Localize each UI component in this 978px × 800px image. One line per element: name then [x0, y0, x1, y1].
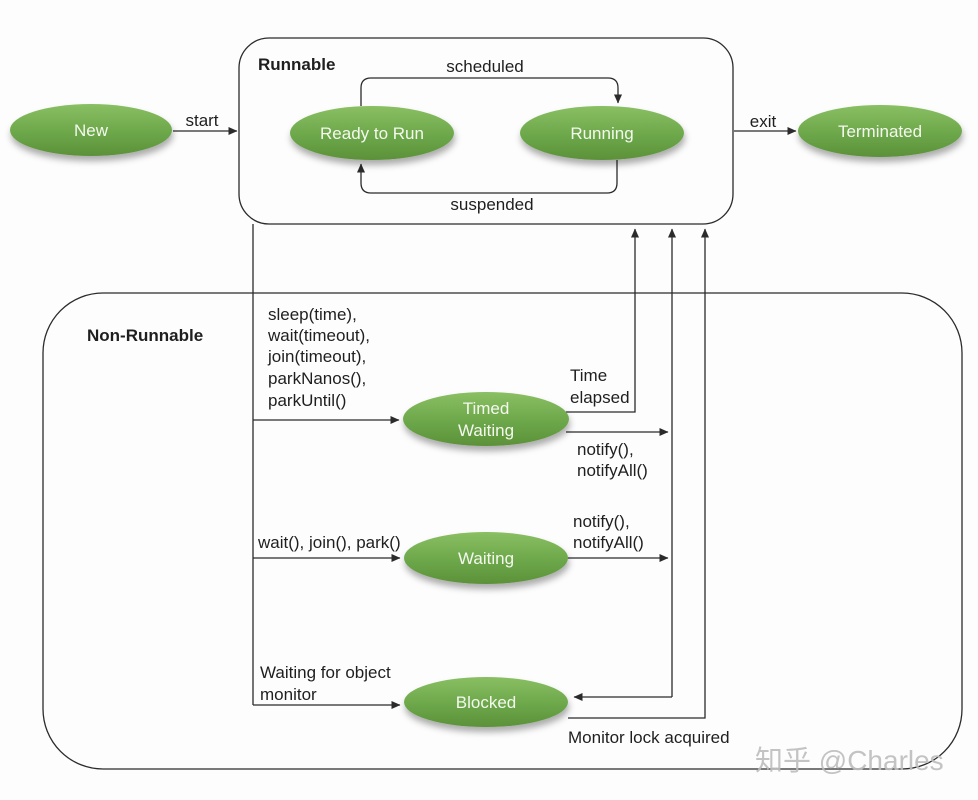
- edge-time-elapsed: [566, 228, 639, 413]
- edge-suspended: [357, 160, 618, 194]
- non-runnable-container-label: Non-Runnable: [87, 326, 203, 345]
- state-timed-waiting: Timed Waiting: [403, 392, 569, 446]
- label-to-timed-waiting-line4: parkNanos(),: [268, 369, 366, 388]
- label-time-elapsed-line2: elapsed: [570, 388, 630, 407]
- state-terminated: Terminated: [798, 105, 962, 157]
- label-time-elapsed: Time elapsed: [570, 366, 630, 407]
- label-start: start: [185, 111, 218, 130]
- edge-scheduled: [360, 77, 622, 106]
- non-runnable-container: [42, 292, 963, 770]
- state-blocked-shape: [404, 677, 568, 727]
- state-timed-waiting-label-line2: Waiting: [458, 421, 514, 440]
- label-to-timed-waiting-line2: wait(timeout),: [267, 326, 370, 345]
- state-ready-to-run-label: Ready to Run: [320, 124, 424, 143]
- state-terminated-label: Terminated: [838, 122, 922, 141]
- state-terminated-shape: [798, 105, 962, 157]
- label-scheduled: scheduled: [446, 57, 524, 76]
- state-waiting: Waiting: [404, 532, 568, 584]
- label-timed-waiting-notify-line1: notify(),: [577, 440, 634, 459]
- label-timed-waiting-notify-line2: notifyAll(): [577, 461, 648, 480]
- label-to-timed-waiting-line1: sleep(time),: [268, 305, 357, 324]
- state-waiting-label: Waiting: [458, 549, 514, 568]
- label-to-blocked-line1: Waiting for object: [260, 663, 391, 682]
- state-running-label: Running: [570, 124, 633, 143]
- label-to-waiting: wait(), join(), park(): [257, 533, 401, 552]
- state-blocked-label: Blocked: [456, 693, 516, 712]
- label-waiting-notify-line2: notifyAll(): [573, 533, 644, 552]
- state-ready-to-run: Ready to Run: [290, 106, 454, 160]
- label-to-blocked: Waiting for object monitor: [260, 663, 391, 704]
- state-ready-to-run-shape: [290, 106, 454, 160]
- label-to-timed-waiting: sleep(time), wait(timeout), join(timeout…: [267, 305, 370, 410]
- label-time-elapsed-line1: Time: [570, 366, 607, 385]
- label-to-blocked-line2: monitor: [260, 685, 317, 704]
- edge-monitor-lock-acquired: [568, 228, 709, 719]
- label-suspended: suspended: [450, 195, 533, 214]
- state-new-label: New: [74, 121, 109, 140]
- runnable-container: [238, 37, 734, 225]
- state-waiting-shape: [404, 532, 568, 584]
- runnable-container-label: Runnable: [258, 55, 335, 74]
- label-waiting-notify-line1: notify(),: [573, 512, 630, 531]
- label-waiting-notify: notify(), notifyAll(): [573, 512, 644, 552]
- state-new-shape: [10, 104, 172, 156]
- label-exit: exit: [750, 112, 777, 131]
- state-timed-waiting-shape: [403, 392, 569, 446]
- state-timed-waiting-label-line1: Timed: [463, 399, 510, 418]
- label-timed-waiting-notify: notify(), notifyAll(): [577, 440, 648, 480]
- watermark: 知乎 @Charles: [755, 745, 944, 776]
- label-to-timed-waiting-line3: join(timeout),: [267, 347, 366, 366]
- label-to-timed-waiting-line5: parkUntil(): [268, 391, 346, 410]
- state-blocked: Blocked: [404, 677, 568, 727]
- state-new: New: [10, 104, 172, 156]
- label-monitor-lock-acquired: Monitor lock acquired: [568, 728, 730, 747]
- state-running-shape: [520, 106, 684, 160]
- state-running: Running: [520, 106, 684, 160]
